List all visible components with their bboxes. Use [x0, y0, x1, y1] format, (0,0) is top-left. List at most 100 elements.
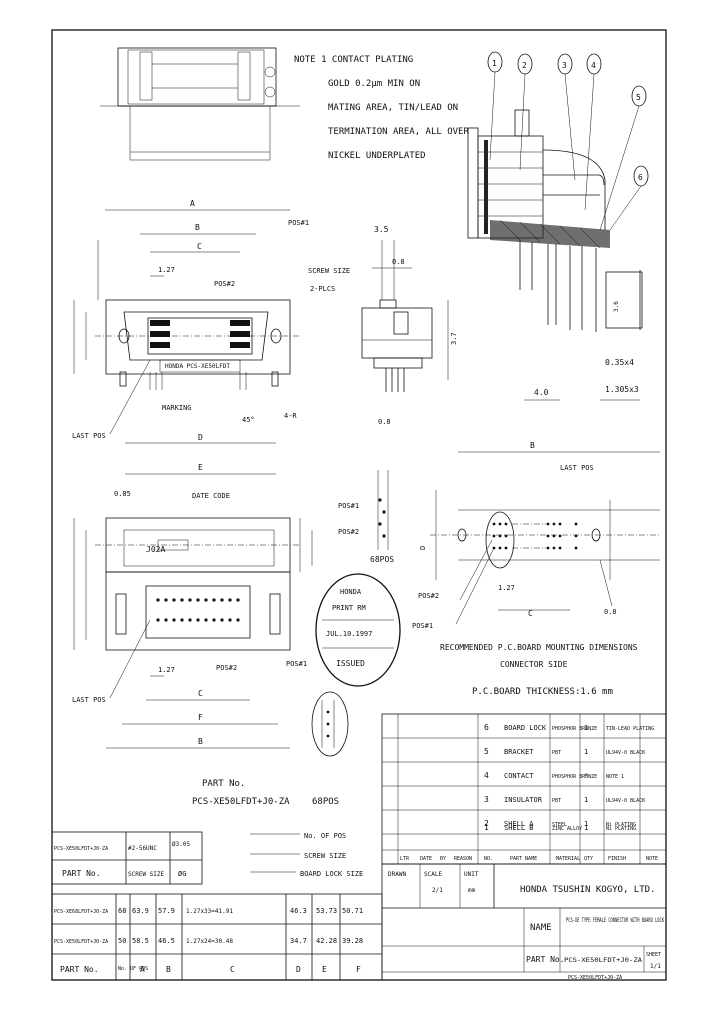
part-label-title: PART No.: [202, 779, 245, 789]
bom-header-no: NO.: [484, 856, 493, 862]
notes-line: TERMINATION AREA, ALL OVER: [328, 127, 469, 137]
dim-table-cell: 63.9: [132, 907, 149, 915]
pcb-layout: B LAST POS D 1.27 POS#2 POS#1 C 0.8 REC: [412, 441, 660, 697]
dim-table-header-pos: No. OF POS: [118, 966, 148, 972]
stamp-line3: JUL.10.1997: [326, 630, 372, 638]
bom-cell: 1: [584, 824, 588, 832]
marking-label: MARKING: [162, 404, 192, 412]
callout-4: 4: [591, 61, 596, 70]
bom-cell: STEEL: [552, 822, 567, 828]
dim-A: A: [190, 199, 195, 208]
pcb-subtitle: CONNECTOR SIDE: [500, 660, 568, 669]
dim-C-pcb: C: [528, 609, 533, 618]
bom-header-note: NOTE: [646, 856, 658, 862]
small-table-part: PCS-XE50LFDT+J0-ZA: [54, 846, 108, 852]
dim-127: 1.27: [158, 266, 175, 274]
bom-rev-by: BY: [440, 856, 446, 862]
last-pos-bottom-label: LAST POS: [72, 696, 106, 704]
pos1-bottom-label: POS#1: [286, 660, 307, 668]
bom-cell: PBT: [552, 750, 561, 756]
last-pos-label: LAST POS: [72, 432, 106, 440]
68pos-label: 68POS: [370, 555, 394, 564]
title-sheet-value: 1/1: [650, 963, 661, 970]
pos2-pcb-label: POS#2: [418, 592, 439, 600]
bom-header-qty: QTY: [584, 856, 593, 862]
dim-F: F: [198, 713, 203, 722]
dim-table-header-F: F: [356, 965, 361, 974]
dim-B-pcb: B: [530, 441, 535, 450]
notes-block: NOTE 1 CONTACT PLATING GOLD 0.2μm MIN ON…: [294, 55, 469, 161]
dim-C-top: C: [197, 242, 202, 251]
bom-rev-reason: REASON: [454, 856, 472, 862]
honda-model-marking: HONDA PCS-XE50LFDT: [165, 363, 230, 370]
top-view: [100, 47, 300, 161]
bom-cell: BOARD LOCK: [504, 724, 547, 732]
dim-035: 0.35x4: [605, 358, 634, 367]
j02a-label: J02A: [146, 545, 165, 554]
bom-cell: 4: [484, 771, 489, 780]
pin-detail: POS#1 POS#2 68POS: [338, 470, 394, 564]
dim-35: 3.5: [374, 225, 389, 234]
dim-table-cell: 42.28: [316, 937, 337, 945]
dim-085: 0.85: [114, 490, 131, 498]
section-view: 1 2 3 4 5 6: [467, 51, 649, 401]
small-table-g: Ø3.05: [172, 841, 190, 848]
dim-table-cell: 34.7: [290, 937, 307, 945]
dim-table-cell: 39.28: [342, 937, 363, 945]
dim-08-pcb: 0.8: [604, 608, 617, 616]
notes-line: GOLD 0.2μm MIN ON: [328, 79, 420, 89]
dim-table-header-D: D: [296, 965, 301, 974]
notes-title: NOTE 1 CONTACT PLATING: [294, 55, 413, 65]
dim-table-cell: 53.73: [316, 907, 337, 915]
dim-B-bottom: B: [198, 737, 203, 746]
bom-cell: 1: [584, 796, 588, 804]
bom-cell: BRACKET: [504, 748, 534, 756]
title-unit-value: mm: [468, 887, 476, 894]
callout-5: 5: [636, 93, 641, 102]
small-table-screw-header: SCREW SIZE: [128, 871, 165, 878]
bom-cell: PHOSPHOR BRONZE: [552, 726, 597, 732]
notes-line: MATING AREA, TIN/LEAD ON: [328, 103, 458, 113]
angle-label: 45°: [242, 416, 255, 424]
bom-cell: 6: [484, 723, 489, 732]
dim-40: 4.0: [534, 388, 549, 397]
title-dwg-no: PCS-XE50LFDT+J0-ZA: [568, 975, 622, 981]
dim-D: D: [198, 433, 203, 442]
screw-size-label: SCREW SIZE: [308, 267, 350, 275]
dim-table-cell: 46.5: [158, 937, 175, 945]
bom-cell: TIN-LEAD PLATING: [606, 726, 654, 732]
dim-table-cell: 50: [118, 937, 126, 945]
callout-2: 2: [522, 61, 527, 70]
small-table-g-header: ØG: [178, 870, 186, 878]
small-table-screw: #2-56UNC: [128, 845, 157, 852]
dim-table-header-C: C: [230, 965, 235, 974]
callout-1: 1: [492, 59, 497, 68]
dim-37: 3.7: [450, 332, 458, 345]
title-scale-label: SCALE: [424, 871, 442, 878]
title-name-value: PCS-XE TYPE FEMALE CONNECTOR WITH BOARD …: [566, 917, 664, 924]
date-code-label: DATE CODE: [192, 492, 230, 500]
dim-36: 3.6: [613, 301, 620, 312]
bom-cell: PHOSPHOR BRONZE: [552, 774, 597, 780]
dim-08: 0.8: [392, 258, 405, 266]
dim-table-cell: 1.27x24=30.48: [186, 938, 233, 945]
side-view: 3.5 0.8 0.8 3.7: [361, 225, 458, 426]
bom-header-material: MATERIAL: [556, 856, 580, 862]
bom-cell: 3: [484, 795, 489, 804]
dim-B: B: [195, 223, 200, 232]
last-pos-pcb-label: LAST POS: [560, 464, 594, 472]
bom-cell: 1: [584, 820, 588, 828]
dim-table-header-B: B: [166, 965, 171, 974]
pos2-bottom-label: POS#2: [216, 664, 237, 672]
dim-C: C: [198, 689, 203, 698]
stamp-line4: ISSUED: [336, 659, 365, 668]
pos2-label: POS#2: [214, 280, 235, 288]
bom-cell: SHELL B: [504, 824, 534, 832]
title-partno-label: PART No.: [526, 955, 565, 964]
bom-cell: Ni PLATING: [606, 822, 636, 828]
bom-cell: 5: [484, 747, 489, 756]
bom-cell: PBT: [552, 798, 561, 804]
bottom-view: E 0.85 DATE CODE J02A POS#2 POS#1 1.27 L…: [72, 463, 313, 749]
pin-profile: [311, 691, 349, 757]
bom-cell: SHELL A: [504, 820, 534, 828]
